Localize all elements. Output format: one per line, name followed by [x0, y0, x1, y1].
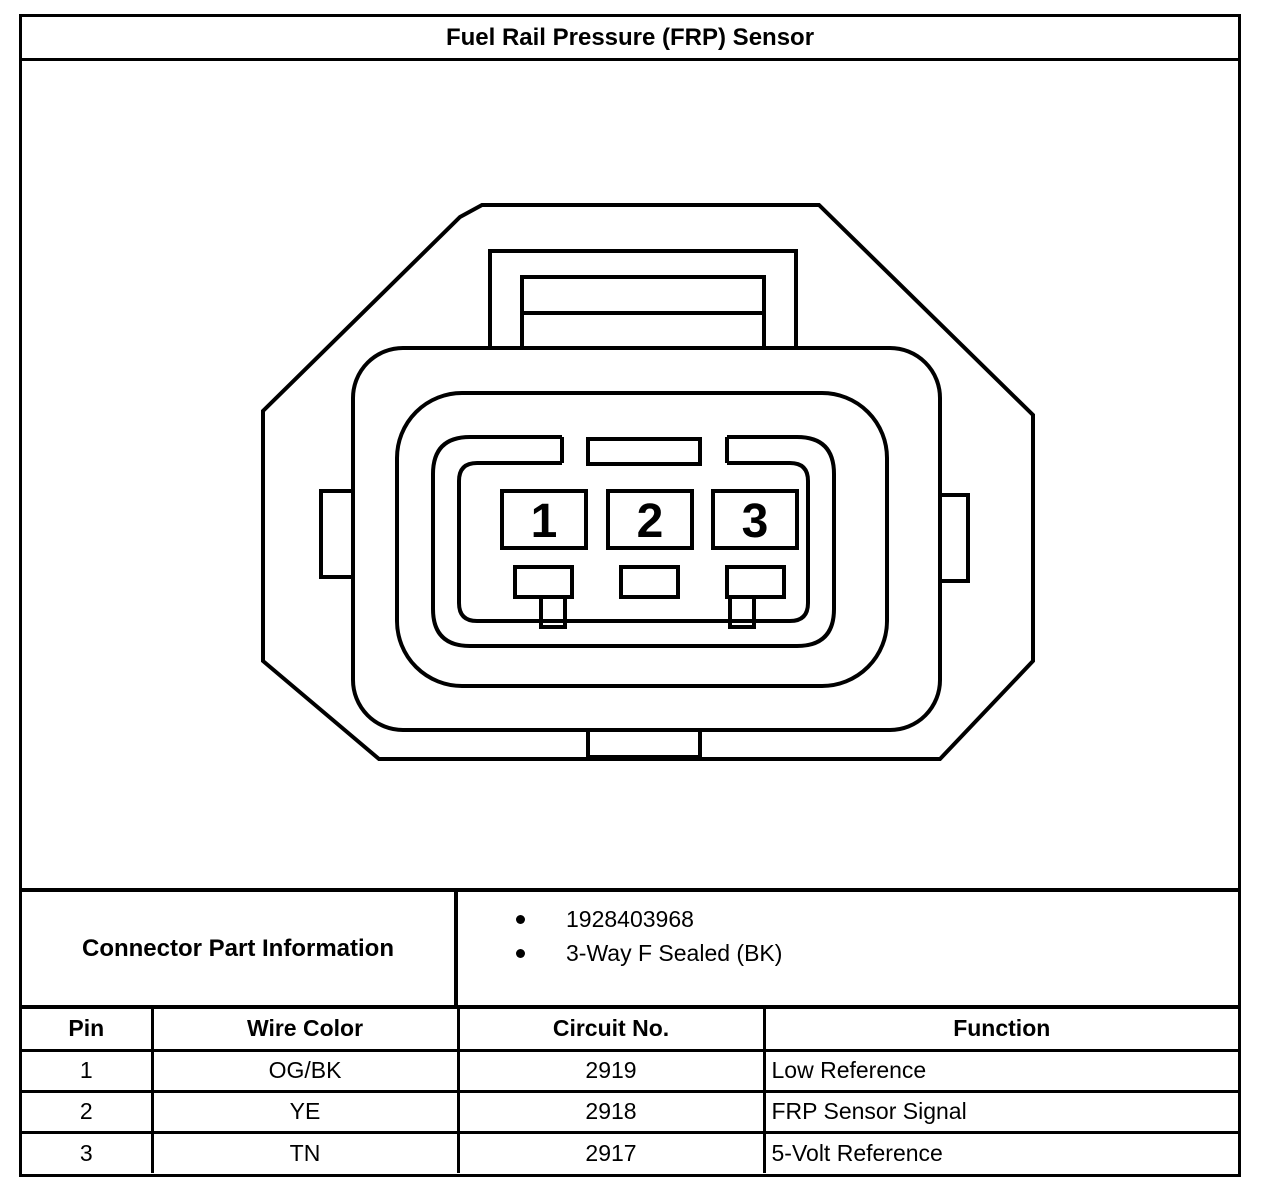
connector-diagram-frame: Fuel Rail Pressure (FRP) Sensor — [19, 14, 1241, 1177]
connector-face-drawing: 1 2 3 — [22, 61, 1238, 892]
connector-part-number: 1928403968 — [566, 906, 694, 932]
pin-3-box — [711, 489, 799, 550]
bullet-icon — [516, 915, 525, 924]
function-cell: 5-Volt Reference — [762, 1130, 1238, 1173]
wire-color-cell: OG/BK — [150, 1048, 460, 1093]
pin-cell: 2 — [22, 1089, 154, 1134]
bullet-icon — [516, 949, 525, 958]
pin-1-label: 1 — [531, 495, 558, 548]
connector-seal-cavity — [395, 391, 889, 688]
connector-outer-housing — [261, 203, 1035, 761]
pin-2-box — [606, 489, 694, 550]
pin-3-terminal-stem — [728, 595, 756, 629]
function-cell: FRP Sensor Signal — [762, 1089, 1238, 1134]
connector-left-side-tab — [319, 489, 353, 579]
pin-1-box — [500, 489, 588, 550]
table-row: 2 YE 2918 FRP Sensor Signal — [22, 1089, 1238, 1134]
connector-terminal-cavity-inner — [457, 461, 810, 623]
pin-2-label: 2 — [637, 495, 664, 548]
circuit-cell: 2919 — [456, 1048, 766, 1093]
function-column-header: Function — [762, 1009, 1238, 1052]
wire-color-cell: TN — [150, 1130, 460, 1173]
connector-face-svg: 1 2 3 — [261, 203, 1035, 761]
pin-cell: 1 — [22, 1048, 154, 1093]
connector-info-list: 1928403968 3-Way F Sealed (BK) — [458, 892, 1238, 1005]
connector-bottom-key — [586, 730, 702, 759]
function-cell: Low Reference — [762, 1048, 1238, 1093]
circuit-cell: 2917 — [456, 1130, 766, 1173]
connector-part-information: Connector Part Information 1928403968 3-… — [22, 892, 1238, 1009]
connector-info-item: 3-Way F Sealed (BK) — [458, 936, 1238, 970]
circuit-cell: 2918 — [456, 1089, 766, 1134]
pin-table-header: Pin Wire Color Circuit No. Function — [22, 1009, 1238, 1052]
connector-right-side-tab — [940, 493, 970, 583]
pin-3-terminal — [725, 565, 786, 599]
connector-info-item: 1928403968 — [458, 902, 1238, 936]
connector-latch-tab — [488, 249, 798, 348]
pin-1-terminal-stem — [539, 595, 567, 629]
pin-2-terminal — [619, 565, 680, 599]
diagram-title: Fuel Rail Pressure (FRP) Sensor — [22, 17, 1238, 61]
table-row: 3 TN 2917 5-Volt Reference — [22, 1130, 1238, 1173]
pin-1-terminal — [513, 565, 574, 599]
connector-terminal-cavity — [431, 435, 836, 648]
table-row: 1 OG/BK 2919 Low Reference — [22, 1048, 1238, 1093]
connector-info-label: Connector Part Information — [22, 892, 458, 1005]
wire-color-column-header: Wire Color — [150, 1009, 460, 1052]
connector-center-key — [586, 437, 702, 466]
pin-column-header: Pin — [22, 1009, 154, 1052]
pin-3-label: 3 — [742, 495, 769, 548]
circuit-column-header: Circuit No. — [456, 1009, 766, 1052]
connector-description: 3-Way F Sealed (BK) — [566, 940, 783, 966]
wire-color-cell: YE — [150, 1089, 460, 1134]
pin-cell: 3 — [22, 1130, 154, 1173]
connector-body — [351, 346, 942, 732]
pin-table: Pin Wire Color Circuit No. Function 1 OG… — [22, 1009, 1238, 1173]
